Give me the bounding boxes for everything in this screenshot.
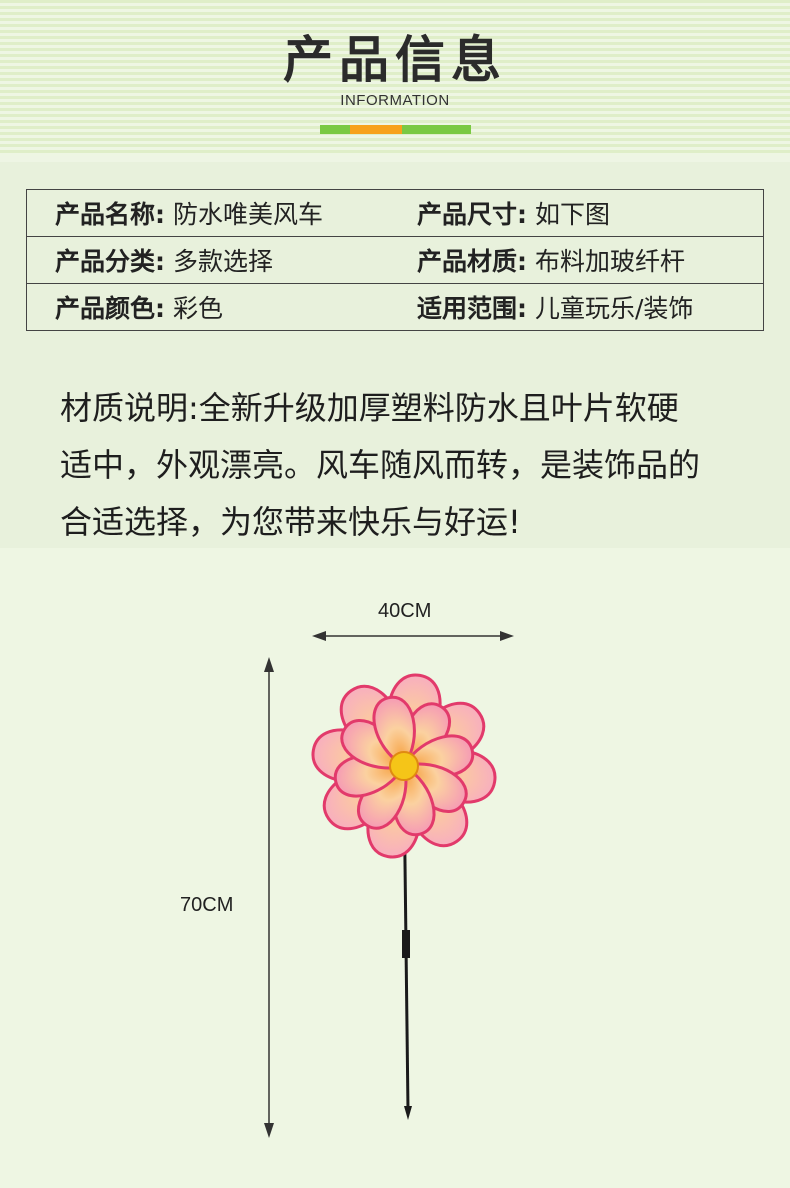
spec-cell: 产品名称: 防水唯美风车 [26,189,385,237]
section-title: 产品信息 [283,31,507,89]
spec-cell: 产品材质: 布料加玻纤杆 [385,236,764,284]
accent-bar-orange [350,125,402,134]
spec-value: 如下图 [534,200,610,229]
accent-bar-green-left [320,125,350,134]
table-row: 产品名称: 防水唯美风车 产品尺寸: 如下图 [26,189,764,237]
header-banner: 产品信息 INFORMATION [0,0,790,156]
petal [372,695,416,769]
spec-value: 防水唯美风车 [172,200,323,229]
width-label: 40CM [378,600,432,622]
spec-label: 产品颜色: [55,294,165,323]
spec-value: 布料加玻纤杆 [534,247,685,276]
spec-label: 产品尺寸: [417,200,527,229]
accent-bar-green-right [402,125,471,134]
spec-label: 产品分类: [55,247,165,276]
section-subtitle: INFORMATION [340,92,450,109]
description-line: 适中，外观漂亮。风车随风而转，是装饰品的 [60,446,701,484]
width-arrow [312,631,514,641]
spec-label: 产品材质: [417,247,527,276]
spec-value: 多款选择 [172,247,273,276]
pinwheel-petals-inner [333,695,475,837]
size-diagram [0,548,790,1188]
spec-label: 产品名称: [55,200,165,229]
description-line: 合适选择，为您带来快乐与好运! [60,503,521,541]
height-label: 70CM [180,894,234,916]
pinwheel-center [389,751,419,781]
spec-value: 儿童玩乐/装饰 [534,294,694,323]
spec-value: 彩色 [172,294,223,323]
spec-cell: 产品分类: 多款选择 [26,236,385,284]
table-row: 产品颜色: 彩色 适用范围: 儿童玩乐/装饰 [26,283,764,331]
table-row: 产品分类: 多款选择 产品材质: 布料加玻纤杆 [26,236,764,284]
spec-table: 产品名称: 防水唯美风车 产品尺寸: 如下图 产品分类: 多款选择 产品材质: … [26,189,764,331]
description-line: 材质说明:全新升级加厚塑料防水且叶片软硬 [60,389,679,427]
spec-cell: 产品颜色: 彩色 [26,283,385,331]
spec-cell: 产品尺寸: 如下图 [385,189,764,237]
spec-cell: 适用范围: 儿童玩乐/装饰 [385,283,764,331]
material-description: 材质说明:全新升级加厚塑料防水且叶片软硬 适中，外观漂亮。风车随风而转，是装饰品… [60,380,750,551]
height-arrow [264,657,274,1138]
spec-label: 适用范围: [417,294,527,323]
